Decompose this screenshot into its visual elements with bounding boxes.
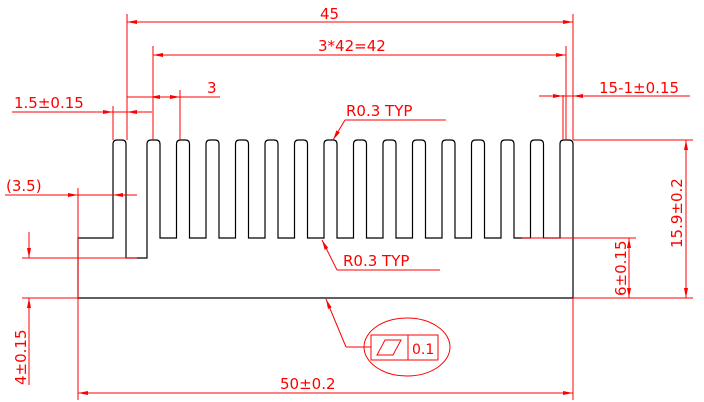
dim-text-4: 4±0.15 xyxy=(12,329,30,385)
dim-fin-spacing: 3 xyxy=(127,79,220,140)
dim-text-15-1: 15-1±0.15 xyxy=(599,79,679,97)
dim-base-height: 6±0.15 xyxy=(522,237,636,298)
radius-callout-top: R0.3 TYP xyxy=(332,102,446,141)
dim-text-50: 50±0.2 xyxy=(280,375,336,393)
dim-fin-thickness-right: 15-1±0.15 xyxy=(539,79,690,140)
dim-step-height: 4±0.15 xyxy=(12,232,137,385)
dim-text-1-5: 1.5±0.15 xyxy=(14,94,84,112)
dim-text-3-5: (3.5) xyxy=(6,177,42,195)
dim-text-r-bottom: R0.3 TYP xyxy=(343,252,409,270)
dim-fin-thickness-left: 1.5±0.15 xyxy=(12,94,152,140)
dim-fin-pitch: 3*42=42 xyxy=(152,37,567,140)
heatsink-profile xyxy=(77,139,574,299)
dim-text-r-top: R0.3 TYP xyxy=(346,102,412,120)
radius-callout-bottom: R0.3 TYP xyxy=(321,239,440,271)
dim-left-offset: (3.5) xyxy=(5,177,137,400)
dim-text-45: 45 xyxy=(320,5,339,23)
dim-fin-height: 15.9±0.2 xyxy=(573,139,693,299)
dim-text-6: 6±0.15 xyxy=(612,240,630,296)
dim-base-width: 50±0.2 xyxy=(78,298,574,400)
flatness-icon xyxy=(376,339,402,356)
dim-text-3: 3 xyxy=(207,79,217,97)
dim-text-15-9: 15.9±0.2 xyxy=(668,178,686,248)
flatness-tolerance: 0.1 xyxy=(412,342,434,358)
dim-text-pitch: 3*42=42 xyxy=(318,37,386,55)
flatness-callout: 0.1 xyxy=(325,298,451,377)
dim-overall-width: 45 xyxy=(126,5,574,140)
